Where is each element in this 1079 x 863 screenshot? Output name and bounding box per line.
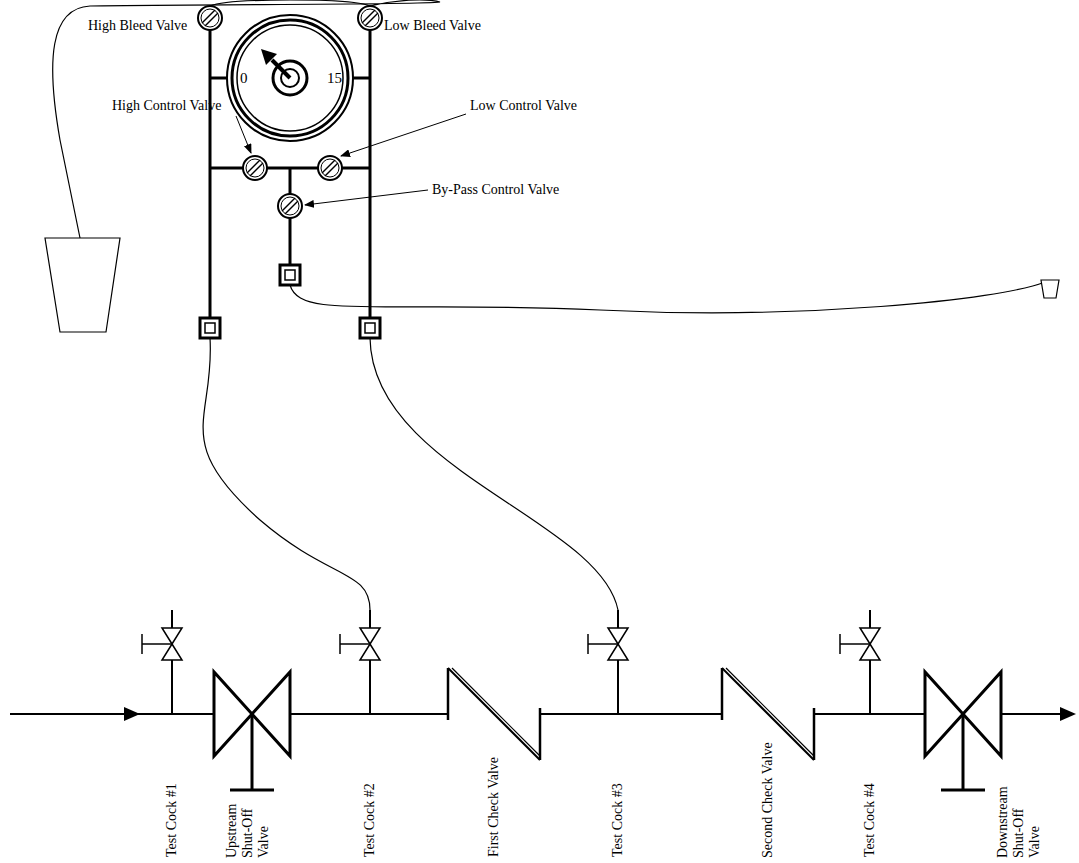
gauge-scale-number: 0 (240, 70, 248, 86)
component-label: Test Cock #2 (362, 783, 378, 857)
valve-label: By-Pass Control Valve (432, 182, 559, 198)
component-label: Test Cock #1 (164, 783, 180, 857)
pressure-gauge: 0 15 (225, 13, 355, 143)
gauge-scale-number: 15 (327, 70, 342, 86)
component-label: Second Check Valve (760, 742, 776, 858)
component-label: Downstream Shut-Off Valve (995, 780, 1043, 858)
component-label: Test Cock #3 (610, 783, 626, 857)
valve-label: Low Bleed Valve (384, 18, 481, 34)
component-label: First Check Valve (486, 757, 502, 857)
component-label: Upstream Shut-Off Valve (224, 780, 272, 858)
valve-label: High Bleed Valve (88, 18, 187, 34)
valve-label: Low Control Valve (470, 98, 577, 114)
component-label: Test Cock #4 (862, 783, 878, 857)
valve-label: High Control Valve (112, 98, 221, 114)
